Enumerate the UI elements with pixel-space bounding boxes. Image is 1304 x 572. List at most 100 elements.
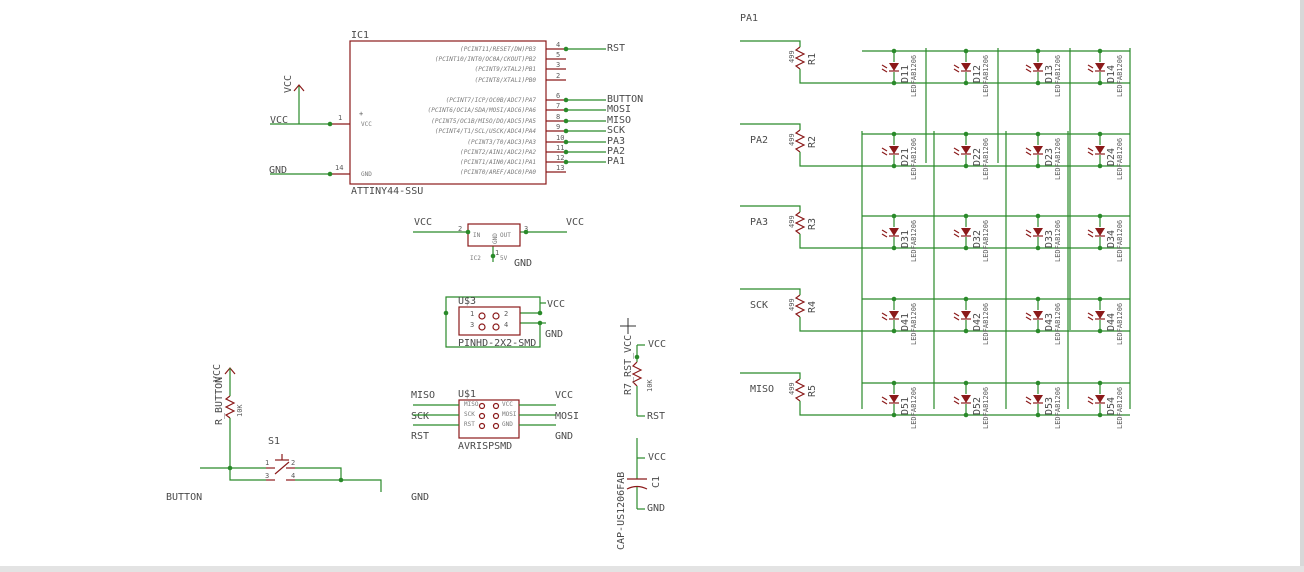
ic1-pin-num: 11 [556, 144, 564, 152]
u3-value: PINHD-2X2-SMD [458, 338, 536, 349]
led-diode[interactable] [961, 228, 971, 236]
u3-vcc-net: VCC [547, 299, 565, 310]
button-circuit[interactable]: VCC R_BUTTON 10K S1 1 2 3 4 BUTTON GND [166, 364, 429, 503]
led-value: LEDFAB1206 [1054, 303, 1062, 345]
cursor-crosshair [620, 318, 636, 334]
c1-capacitor[interactable]: C1 CAP-US1206FAB VCC GND [616, 438, 666, 550]
ic1-net-label: PA3 [607, 136, 625, 147]
led-diode[interactable] [961, 63, 971, 71]
led-diode[interactable] [889, 228, 899, 236]
led-diode[interactable] [889, 311, 899, 319]
r-button-name: R_BUTTON [214, 377, 225, 425]
u1-name: U$1 [458, 389, 476, 400]
led-diode[interactable] [1095, 395, 1105, 403]
svg-text:3: 3 [470, 321, 474, 329]
led-row-resistor[interactable] [794, 294, 806, 318]
svg-text:2: 2 [291, 459, 295, 467]
led-row-net-label: PA3 [750, 217, 768, 228]
ic1-value: ATTINY44-SSU [351, 186, 423, 197]
svg-text:OUT: OUT [500, 232, 511, 239]
led-name: D14 [1106, 65, 1117, 83]
led-diode[interactable] [889, 146, 899, 154]
ic1-net-label: MISO [607, 115, 631, 126]
led-value: LEDFAB1206 [1116, 220, 1124, 262]
led-diode[interactable] [1095, 228, 1105, 236]
ic1-pin-name: (PCINT2/AIN1/ADC2)PA2 [460, 149, 536, 156]
led-name: D33 [1044, 230, 1055, 248]
s1-name: S1 [268, 436, 280, 447]
led-row-resistor[interactable] [794, 211, 806, 235]
c1-gnd-net: GND [647, 503, 665, 514]
led-diode[interactable] [1033, 228, 1043, 236]
r7-vcc-net: VCC [648, 339, 666, 350]
u3-pin-header[interactable]: 1 2 3 4 U$3 PINHD-2X2-SMD VCC GND [443, 296, 565, 349]
svg-text:2: 2 [458, 225, 462, 233]
led-name: D43 [1044, 313, 1055, 331]
led-value: LEDFAB1206 [1116, 303, 1124, 345]
ic1-pin-name: (PCINT4/T1/SCL/USCK/ADC4)PA4 [435, 128, 537, 135]
led-diode[interactable] [1095, 311, 1105, 319]
led-name: D12 [972, 65, 983, 83]
led-diode[interactable] [1033, 395, 1043, 403]
s1-switch[interactable]: S1 1 2 3 4 [265, 436, 295, 481]
svg-text:MISO: MISO [464, 401, 479, 408]
u3-body [458, 306, 521, 336]
horizontal-scrollbar[interactable] [0, 566, 1304, 572]
ic1-pin-name: (PCINT6/OC1A/SDA/MOSI/ADC6)PA6 [428, 107, 537, 114]
led-value: LEDFAB1206 [982, 303, 990, 345]
ic1-pin-num: 9 [556, 123, 560, 131]
ic2-in-net: VCC [414, 217, 432, 228]
led-diode[interactable] [1033, 146, 1043, 154]
led-name: D54 [1106, 397, 1117, 415]
r-button-resistor [224, 395, 236, 419]
ic1-pin-num: 6 [556, 92, 560, 100]
vertical-scrollbar[interactable] [1300, 0, 1304, 566]
resistor-name: R5 [807, 385, 818, 397]
led-diode[interactable] [961, 395, 971, 403]
ic1-pin-num: 10 [556, 134, 564, 142]
reset-pullup[interactable]: R7_RST_VCC 10K VCC RST [623, 335, 666, 422]
r7-value: 10K [646, 379, 654, 392]
button-gnd-label: GND [411, 492, 429, 503]
svg-text:1: 1 [265, 459, 269, 467]
led-diode[interactable] [1095, 63, 1105, 71]
led-diode[interactable] [961, 311, 971, 319]
led-row-net-label: PA2 [750, 135, 768, 146]
ic1-pin-num: 1 [338, 114, 342, 122]
resistor-value: 499 [788, 382, 796, 395]
led-name: D32 [972, 230, 983, 248]
led-value: LEDFAB1206 [1116, 138, 1124, 180]
ic2-body [467, 223, 521, 247]
svg-text:5V: 5V [500, 255, 508, 262]
led-row-net-label: PA1 [740, 13, 758, 24]
resistor-value: 499 [788, 50, 796, 63]
led-name: D31 [900, 230, 911, 248]
led-value: LEDFAB1206 [1054, 220, 1062, 262]
ic1-pin-num: 13 [556, 164, 564, 172]
led-diode[interactable] [1033, 311, 1043, 319]
led-row-net-label: MISO [750, 384, 774, 395]
led-diode[interactable] [889, 395, 899, 403]
u1-value: AVRISPSMD [458, 441, 512, 452]
led-row-resistor[interactable] [794, 129, 806, 153]
svg-text:1: 1 [495, 249, 499, 257]
resistor-value: 499 [788, 215, 796, 228]
c1-value: CAP-US1206FAB [616, 472, 627, 550]
led-diode[interactable] [1095, 146, 1105, 154]
ic2-regulator[interactable]: VCC VCC GND IN OUT GND 2 3 1 IC2 5V [413, 217, 584, 269]
ic1-pin-name: GND [361, 171, 372, 178]
r7-rst-net: RST [647, 411, 665, 422]
led-row-resistor[interactable] [794, 46, 806, 70]
led-diode[interactable] [889, 63, 899, 71]
led-diode[interactable] [961, 146, 971, 154]
u1-avrisp-header[interactable]: U$1 AVRISPSMD MISO VCC SCK MOSI RST GND … [411, 389, 579, 452]
ic1-pin-num: 12 [556, 154, 564, 162]
svg-text:SCK: SCK [464, 411, 475, 418]
ic1-attiny44[interactable]: IC1 ATTINY44-SSU 1 14 VCC GND + 4(PCINT1… [330, 30, 566, 197]
led-row-resistor[interactable] [794, 378, 806, 402]
led-diode[interactable] [1033, 63, 1043, 71]
